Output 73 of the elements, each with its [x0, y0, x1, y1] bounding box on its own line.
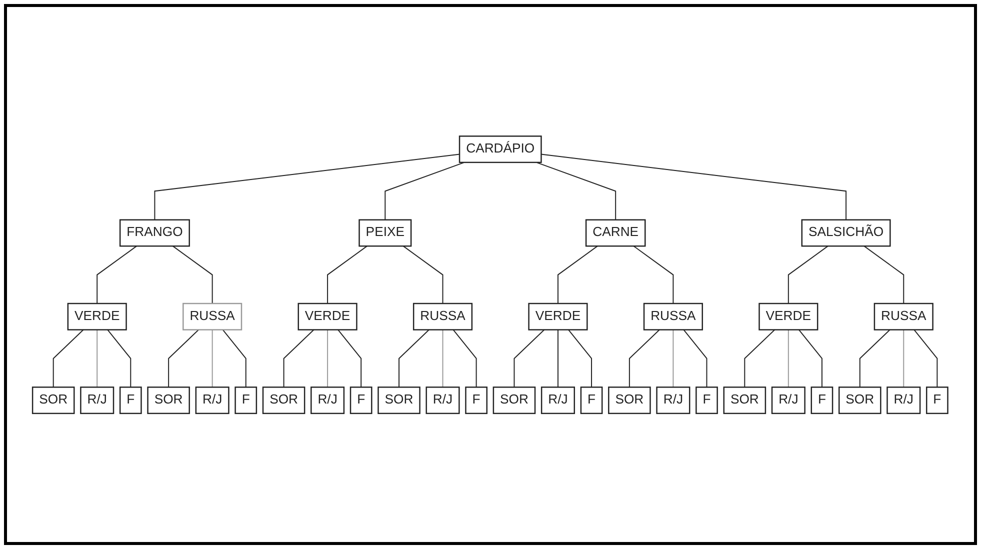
- node-box: VERDE: [68, 302, 128, 330]
- connector: [53, 328, 84, 388]
- connector: [212, 328, 214, 388]
- connector: [107, 328, 132, 388]
- connector: [514, 328, 546, 388]
- node-box: VERDE: [298, 302, 358, 330]
- connector: [168, 328, 200, 388]
- node-box: F: [120, 386, 142, 414]
- node-box: R/J: [886, 386, 921, 414]
- node-box: SOR: [838, 386, 882, 414]
- node-box: R/J: [196, 386, 230, 414]
- node-box: F: [580, 386, 604, 414]
- connector: [914, 328, 938, 388]
- node-box: RUSSA: [413, 302, 473, 330]
- connector: [558, 328, 559, 388]
- node-box: F: [926, 386, 949, 414]
- node-box: RUSSA: [182, 302, 242, 330]
- node-box: SOR: [608, 386, 652, 414]
- connector: [629, 328, 660, 388]
- connector: [788, 328, 790, 388]
- node-box: F: [350, 386, 373, 414]
- node-box: RUSSA: [644, 302, 704, 330]
- connector: [327, 328, 328, 388]
- connector: [864, 245, 904, 304]
- node-box: SALSICHÃO: [802, 218, 892, 246]
- connector: [327, 245, 368, 304]
- node-box: SOR: [148, 386, 190, 414]
- node-box: VERDE: [758, 302, 819, 330]
- connector: [541, 153, 847, 220]
- connector: [96, 328, 98, 388]
- connector: [442, 328, 444, 388]
- node-box: F: [465, 386, 488, 414]
- connector: [154, 153, 460, 220]
- node-box: R/J: [426, 386, 460, 414]
- connector: [684, 328, 708, 388]
- node-box: PEIXE: [358, 218, 412, 246]
- node-box: FRANGO: [120, 218, 190, 246]
- node-box: SOR: [724, 386, 766, 414]
- node-box: R/J: [80, 386, 114, 414]
- connector: [385, 162, 466, 220]
- node-box: SOR: [32, 386, 76, 414]
- connector: [172, 245, 214, 304]
- connector: [453, 328, 478, 388]
- node-box: SOR: [262, 386, 306, 414]
- connector: [338, 328, 362, 388]
- connector: [903, 328, 904, 388]
- connector: [96, 245, 138, 304]
- connector: [860, 328, 891, 388]
- connector: [398, 328, 430, 388]
- connector: [634, 245, 674, 304]
- node-box: F: [696, 386, 718, 414]
- node-box: R/J: [310, 386, 345, 414]
- node-box: R/J: [541, 386, 576, 414]
- node-box: SOR: [378, 386, 421, 414]
- node-box: CARNE: [586, 218, 646, 246]
- connector: [568, 328, 592, 388]
- connector: [536, 162, 616, 220]
- connector: [403, 245, 444, 304]
- node-box: VERDE: [528, 302, 588, 330]
- node-box: F: [811, 386, 834, 414]
- connector: [798, 328, 823, 388]
- node-box: R/J: [772, 386, 806, 414]
- node-box: R/J: [656, 386, 691, 414]
- node-box: F: [235, 386, 258, 414]
- node-box: SOR: [493, 386, 536, 414]
- connector: [673, 328, 674, 388]
- connector: [744, 328, 776, 388]
- connector: [558, 245, 598, 304]
- connector: [788, 245, 829, 304]
- connector: [222, 328, 247, 388]
- node-box: CARDÁPIO: [459, 135, 542, 163]
- connector: [284, 328, 315, 388]
- node-box: RUSSA: [874, 302, 934, 330]
